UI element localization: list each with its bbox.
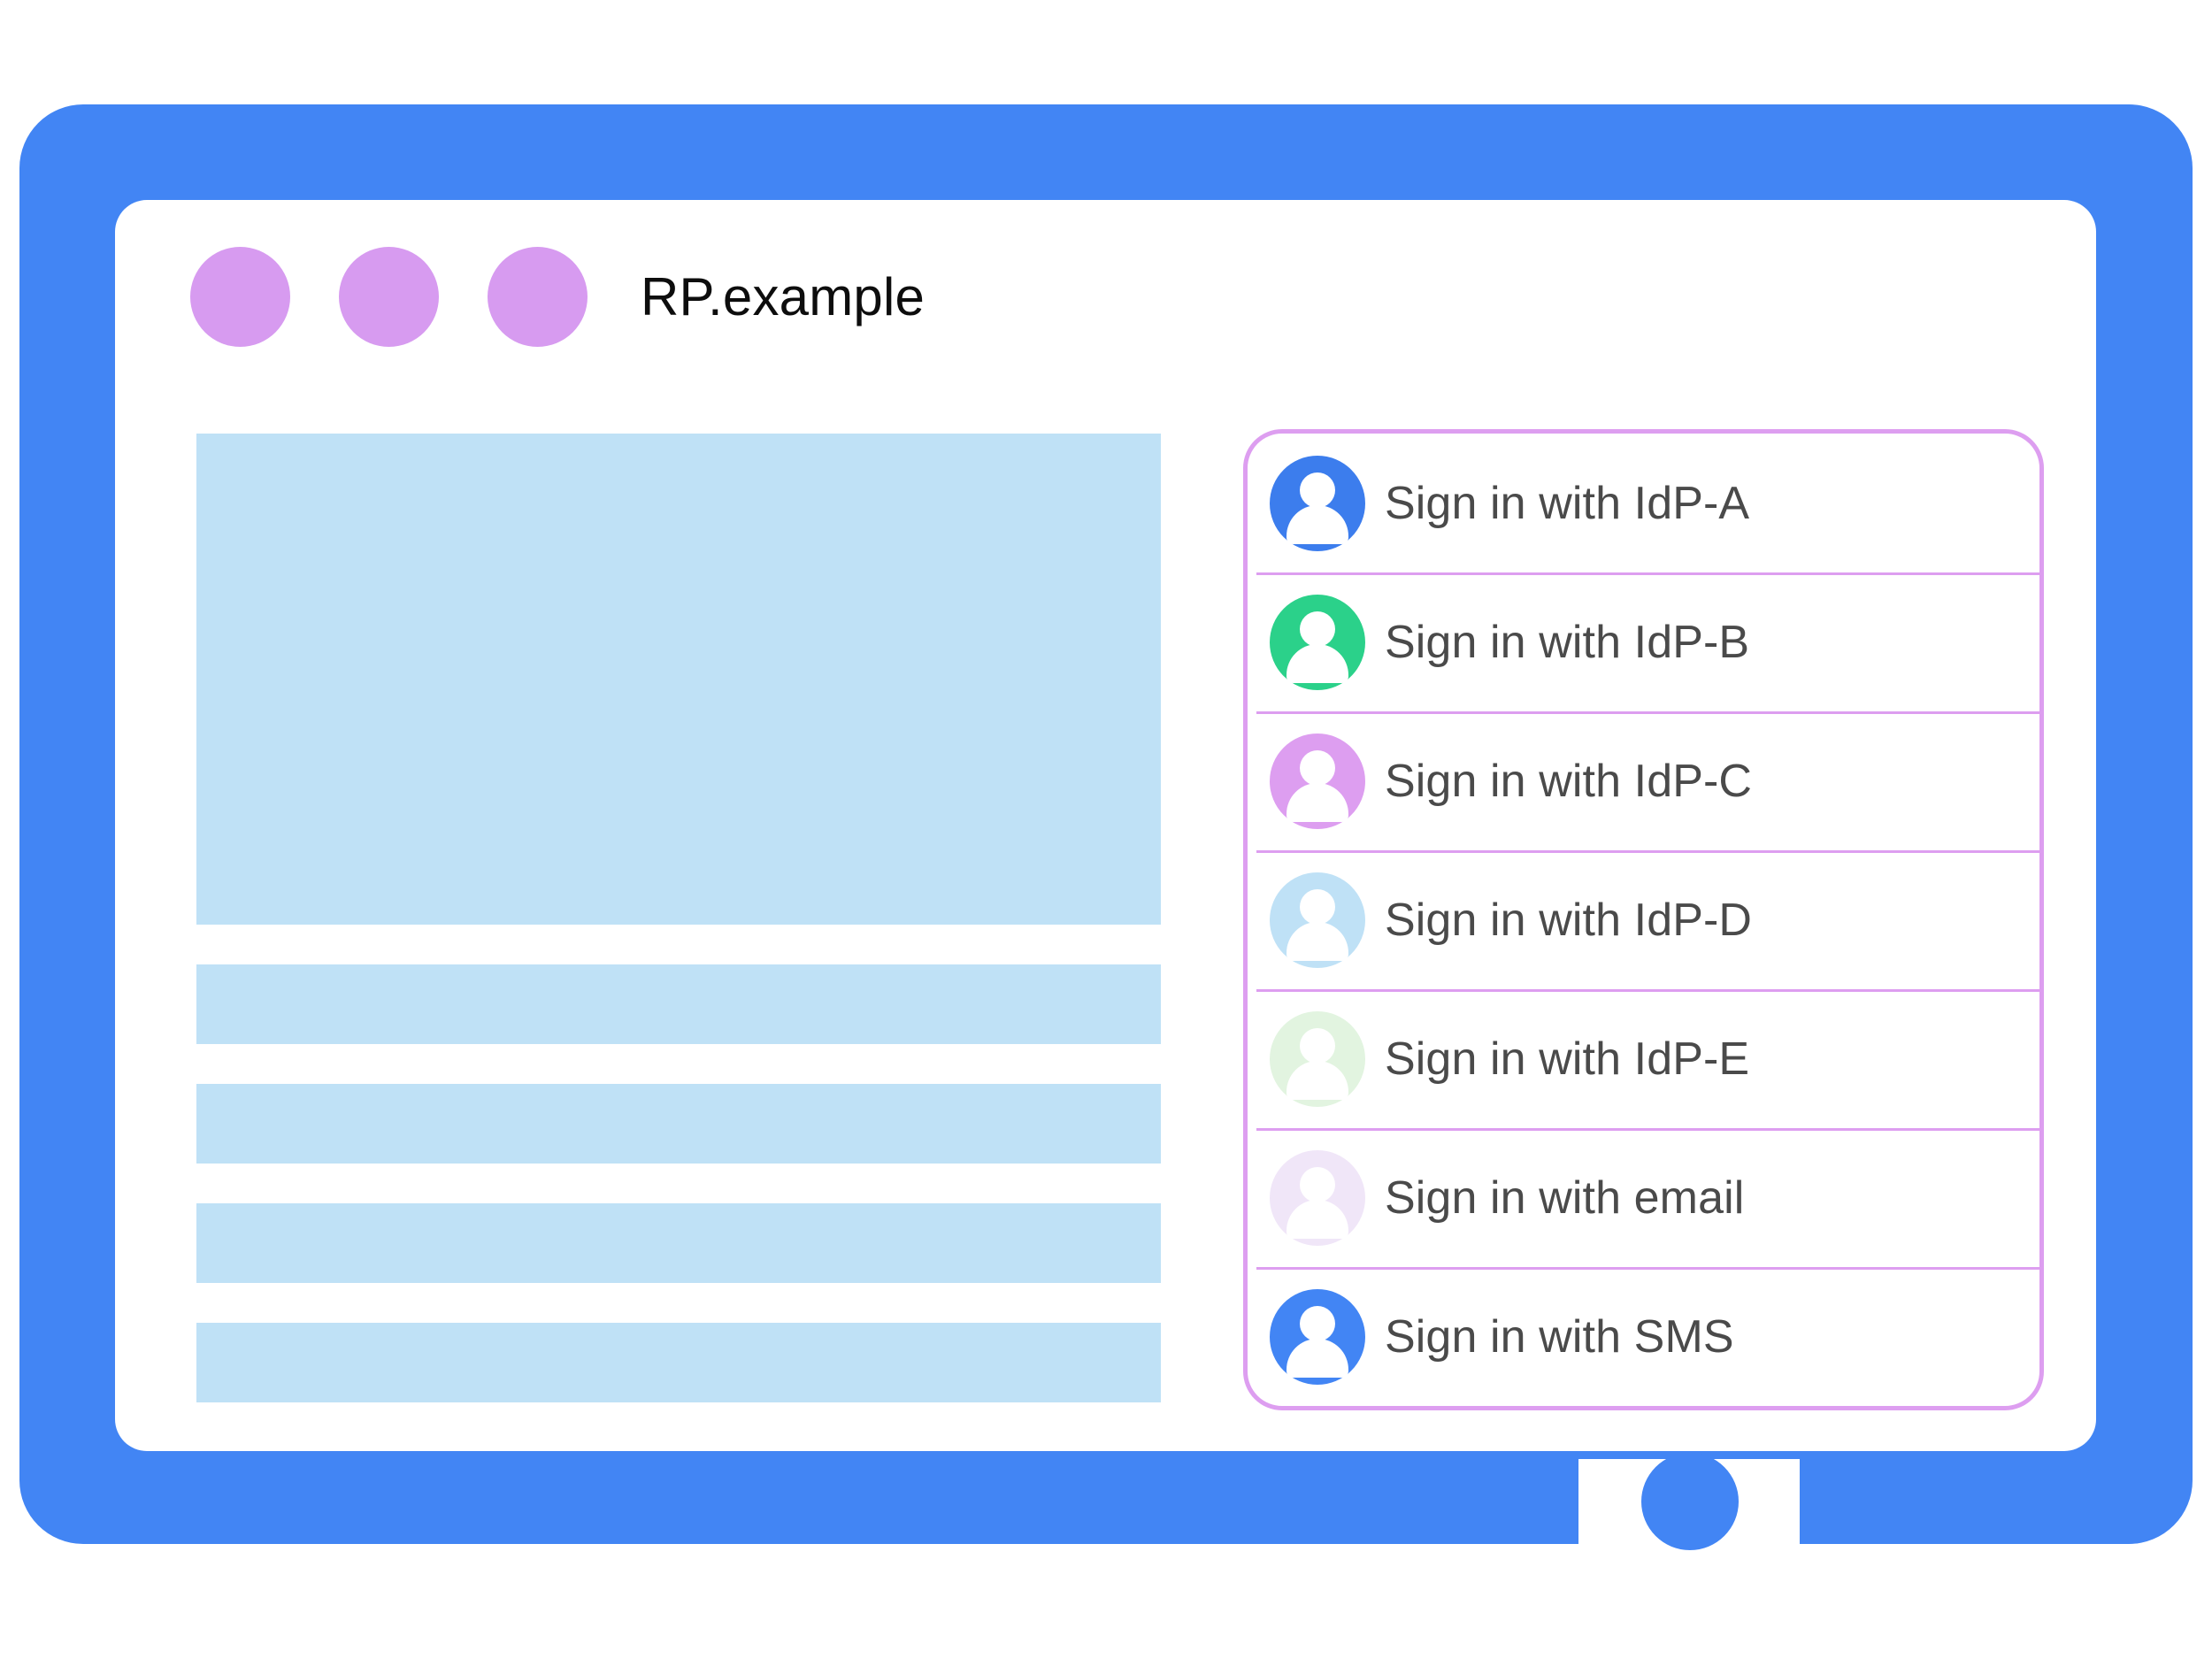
account-row[interactable]: Sign in with IdP-D	[1248, 850, 2039, 989]
text-line-4	[196, 1323, 1161, 1402]
account-row[interactable]: Sign in with IdP-B	[1248, 572, 2039, 711]
person-avatar-icon	[1270, 733, 1365, 829]
page-title: RP.example	[641, 267, 926, 326]
account-label: Sign in with IdP-D	[1385, 894, 1753, 946]
account-row[interactable]: Sign in with email	[1248, 1128, 2039, 1267]
account-chooser-dialog: Sign in with IdP-A Sign in with IdP-B Si…	[1243, 429, 2044, 1410]
hero-block	[196, 434, 1161, 925]
person-avatar-icon	[1270, 455, 1365, 551]
browser-screen: RP.example Sign in with IdP-A Sign in wi…	[115, 200, 2096, 1451]
page-content-skeleton	[196, 434, 1161, 1402]
account-label: Sign in with IdP-B	[1385, 616, 1750, 668]
account-label: Sign in with IdP-E	[1385, 1033, 1750, 1085]
browser-titlebar: RP.example	[115, 200, 2096, 347]
person-avatar-icon	[1270, 1010, 1365, 1107]
home-button[interactable]	[1641, 1453, 1739, 1550]
person-avatar-icon	[1270, 1288, 1365, 1385]
account-row[interactable]: Sign in with SMS	[1248, 1267, 2039, 1406]
window-dot-1-icon[interactable]	[190, 247, 290, 347]
account-row[interactable]: Sign in with IdP-C	[1248, 711, 2039, 850]
person-avatar-icon	[1270, 872, 1365, 968]
text-line-2	[196, 1084, 1161, 1164]
text-line-3	[196, 1203, 1161, 1283]
person-avatar-icon	[1270, 594, 1365, 690]
window-dot-3-icon[interactable]	[488, 247, 588, 347]
account-label: Sign in with IdP-C	[1385, 755, 1753, 807]
window-dot-2-icon[interactable]	[339, 247, 439, 347]
account-label: Sign in with SMS	[1385, 1310, 1734, 1363]
account-row[interactable]: Sign in with IdP-A	[1248, 434, 2039, 572]
window-controls	[190, 247, 588, 347]
account-label: Sign in with IdP-A	[1385, 477, 1750, 529]
text-line-1	[196, 964, 1161, 1044]
account-row[interactable]: Sign in with IdP-E	[1248, 989, 2039, 1128]
account-label: Sign in with email	[1385, 1171, 1745, 1224]
person-avatar-icon	[1270, 1149, 1365, 1246]
